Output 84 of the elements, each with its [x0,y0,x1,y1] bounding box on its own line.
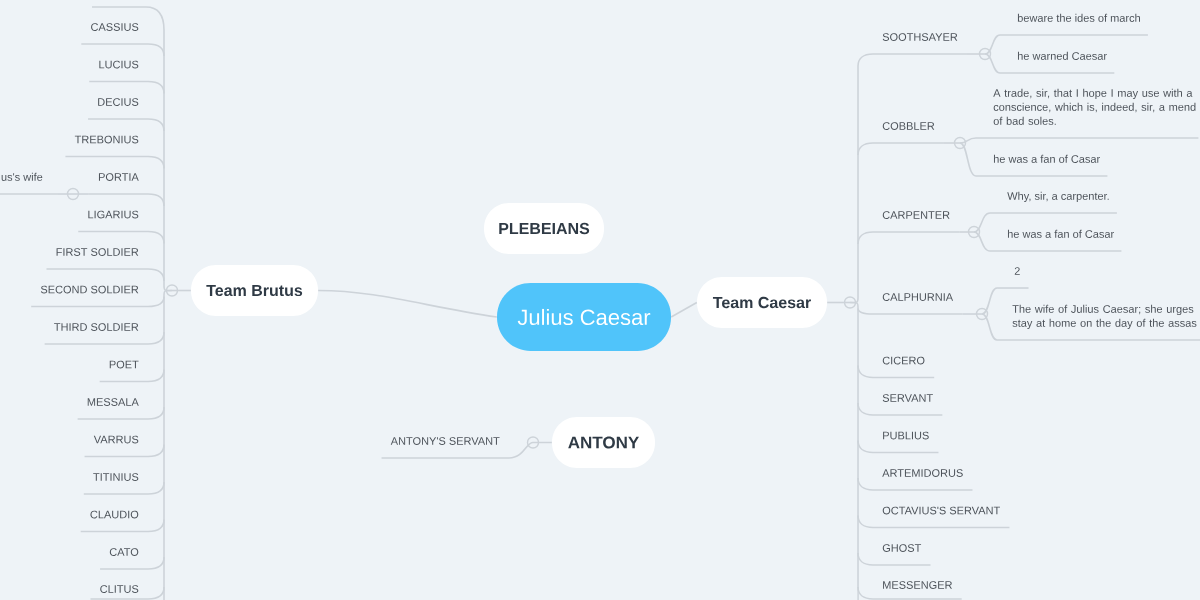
branch-line [857,514,874,529]
branch-line [147,230,165,245]
branch-line [147,43,165,57]
branch-line [857,586,874,600]
branch-line [959,137,977,144]
branch-label: LIGARIUS [77,210,149,233]
branch-line [857,477,874,491]
branch-line [147,118,165,132]
branch-label: The wife of Julius Caesar; she urges stay at home on the day of the assas [996,304,1200,341]
branch-line [147,443,165,458]
branch-label: TREBONIUS [64,135,149,158]
branch-label: DECIUS [87,98,149,120]
branch-label: he warned Caesar [999,51,1116,74]
branch-label: FIRST SOLDIER [45,248,149,270]
branch-line [147,295,165,308]
topic-bubble: ANTONY [552,417,655,468]
branch-line [849,301,859,588]
branch-label: SECOND SOLDIER [30,285,149,308]
branch-line [670,301,698,318]
branch-line [857,53,874,67]
branch-label: THIRD SOLDIER [43,323,149,345]
branch-line [857,307,874,315]
branch-label: CALPHURNIA [872,293,964,315]
branch-line [147,193,165,207]
branch-label: GHOST [872,544,932,566]
branch-line [981,313,998,341]
branch-label: SERVANT [872,394,944,416]
branch-line [857,439,874,454]
branch-line [857,142,874,156]
branch-line [163,289,173,588]
branch-label: LUCIUS [88,60,149,83]
branch-label: SOOTHSAYER [872,33,968,55]
branch-label: Why, sir, a carpenter. [989,191,1118,214]
branch-line [147,586,165,600]
topic-bubble: Team Brutus [191,265,318,316]
branch-line [984,34,1001,55]
branch-label: TITINIUS [82,473,149,495]
branch-line [147,406,165,420]
branch-line [959,142,977,177]
branch-label: CLAUDIO [79,510,149,533]
branch-label: PORTIA [88,173,149,195]
topic-bubble: PLEBEIANS [484,203,604,254]
branch-line [973,212,991,233]
branch-line [317,289,498,318]
branch-label: OCTAVIUS'S SERVANT [872,506,1011,529]
branch-label: 2 [996,267,1030,289]
branch-label: ARTEMIDORUS [872,469,974,491]
branch-label: COBBLER [872,122,945,144]
branch-line [171,289,192,292]
branch-line [857,364,874,379]
branch-line [981,287,998,315]
branch-label: CLITUS [89,585,149,600]
topic-bubble: Team Caesar [697,277,827,328]
branch-line [508,441,553,459]
branch-label: VARRUS [83,435,149,458]
branch-line [147,481,165,495]
branch-line [147,368,165,383]
branch-line [147,80,165,95]
branch-label: MESSENGER [872,581,963,600]
branch-line [857,231,874,245]
branch-label: CICERO [872,356,935,379]
branch-label: PUBLIUS [872,431,940,454]
branch-label: CASSIUS [80,23,149,45]
branch-label: beware the ides of march [999,13,1149,36]
branch-label: us's wife [0,172,59,195]
branch-line [147,518,165,533]
branch-label: CARPENTER [872,211,961,233]
branch-line [147,331,165,345]
branch-line [147,155,165,170]
central-topic: Julius Caesar [497,283,671,351]
branch-line [826,301,851,304]
branch-line [857,552,874,566]
branch-label: CATO [99,548,149,570]
branch-label: ANTONY'S SERVANT [380,437,510,459]
branch-line [857,402,874,416]
branch-label: POET [98,360,149,383]
branch-line [973,231,991,252]
branch-line [147,556,165,570]
branch-label: MESSALA [76,398,149,420]
branch-label: he was a fan of Casar [975,154,1109,177]
branch-label: he was a fan of Casar [989,229,1123,252]
branch-line [147,268,165,282]
branch-label: A trade, sir, that I hope I may use with a conscience, which is, indeed, sir, a mend of bad soles. [975,88,1200,139]
branch-line [984,53,1001,74]
